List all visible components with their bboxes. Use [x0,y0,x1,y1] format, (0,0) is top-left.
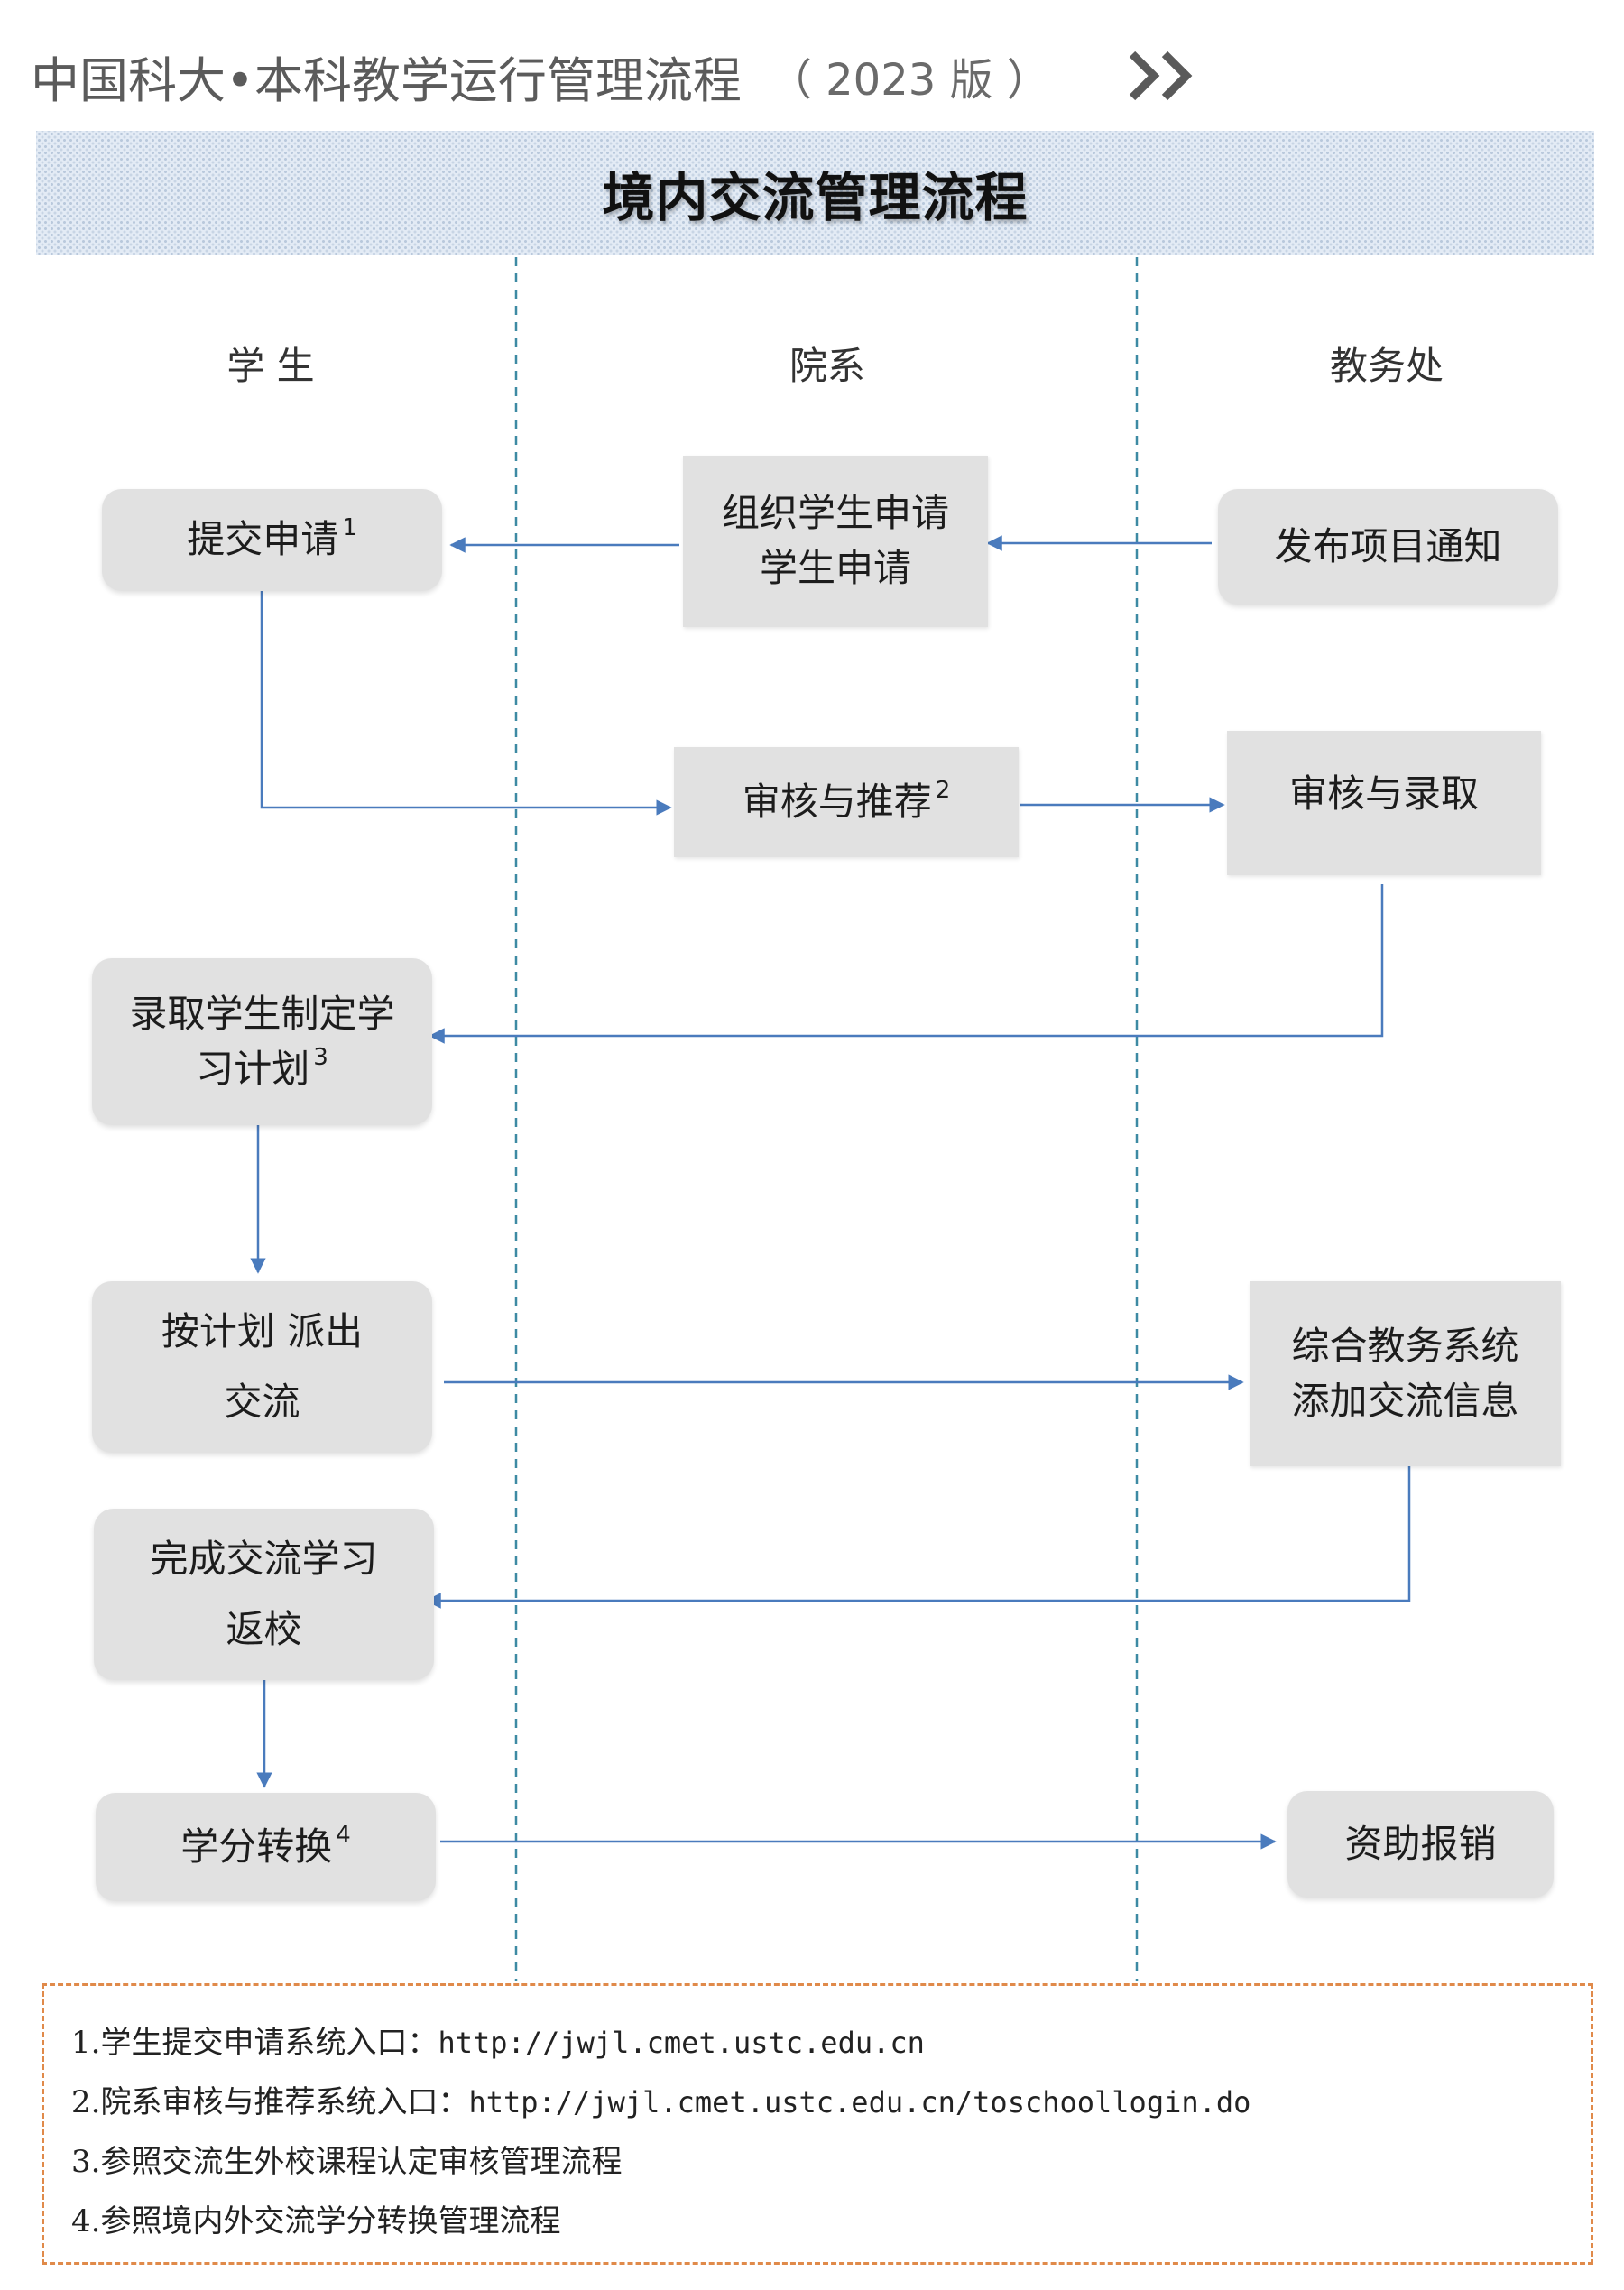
footnote-2: 2.院系审核与推荐系统入口：http://jwjl.cmet.ustc.edu.… [71,2084,1251,2120]
step-label: 综合教务系统 添加交流信息 [1291,1323,1519,1423]
arrow-system-to-return [425,1466,1411,1609]
flow-title-banner: 境内交流管理流程 [36,131,1594,255]
footnote-marker: 1 [342,514,357,542]
footnote-1-link[interactable]: http://jwjl.cmet.ustc.edu.cn [438,2026,925,2060]
double-chevron-right-icon [1127,47,1199,105]
flow-title: 境内交流管理流程 [602,167,1029,228]
step-add-system-info: 综合教务系统 添加交流信息 [1250,1281,1561,1466]
step-publish-notice: 发布项目通知 [1218,489,1558,605]
arrow-admit-to-plan [429,884,1384,1044]
step-label: 审核与录取 [1288,771,1479,816]
footnote-marker: 4 [336,1821,351,1849]
footnote-marker: 3 [313,1043,328,1071]
header-version: （ 2023 版 ） [768,55,1050,106]
step-dispatch-exchange: 按计划 派出 交流 [92,1281,432,1453]
step-label: 发布项目通知 [1274,523,1502,568]
footnotes-box: 1.学生提交申请系统入口：http://jwjl.cmet.ustc.edu.c… [42,1983,1593,2265]
step-label: 完成交流学习 返校 [150,1537,378,1651]
lane-label-academic-office: 教务处 [1329,344,1444,388]
document-header: 中国科大•本科教学运行管理流程 （ 2023 版 ） [31,40,1199,112]
step-reimbursement: 资助报销 [1287,1791,1554,1898]
step-label: 按计划 派出 交流 [161,1309,364,1424]
footnote-marker: 2 [935,776,951,804]
lane-label-department: 院系 [789,344,865,388]
lane-label-student: 学 生 [226,344,315,388]
step-return-to-school: 完成交流学习 返校 [94,1509,434,1680]
footnote-3: 3.参照交流生外校课程认定审核管理流程 [71,2144,623,2180]
arrow-submit-to-review [260,591,672,816]
step-organize-application: 组织学生申请 学生申请 [683,456,988,627]
step-review-admit: 审核与录取 [1227,731,1541,875]
header-title: 中国科大•本科教学运行管理流程 [31,51,742,109]
footnote-1: 1.学生提交申请系统入口：http://jwjl.cmet.ustc.edu.c… [71,2025,925,2061]
step-label: 组织学生申请 学生申请 [721,491,949,590]
footnote-4: 4.参照境内外交流学分转换管理流程 [71,2203,561,2239]
footnote-2-link[interactable]: http://jwjl.cmet.ustc.edu.cn/toschoollog… [468,2085,1251,2119]
step-label: 资助报销 [1344,1821,1497,1866]
